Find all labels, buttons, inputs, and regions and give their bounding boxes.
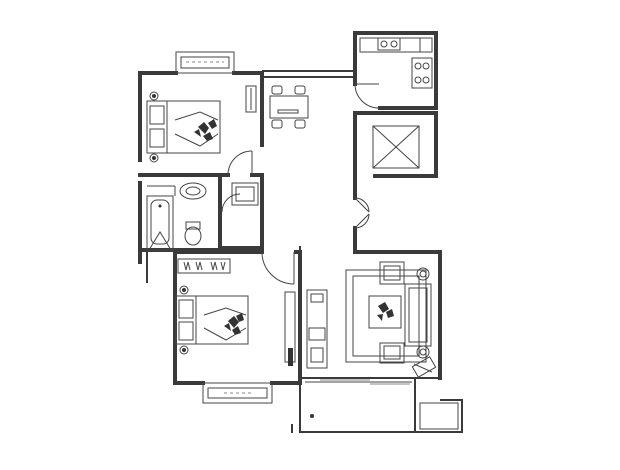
- balcony-sliding-door: [300, 377, 440, 418]
- doors: [221, 83, 380, 285]
- elevator-shaft: [372, 125, 420, 169]
- right-balcony: [419, 402, 459, 430]
- upper-bedroom: [146, 85, 257, 163]
- bed-quilt-pattern-lower: [224, 313, 244, 335]
- bay-window-bottom: [202, 382, 273, 404]
- wardrobe-hangers: [183, 261, 226, 271]
- utility-closet: [231, 182, 259, 206]
- lower-bedroom: [175, 258, 296, 366]
- dining-area: [269, 85, 309, 129]
- living-room: [306, 261, 437, 378]
- bathroom: [146, 182, 207, 251]
- bay-window-top: [175, 51, 235, 74]
- bed-quilt-pattern: [194, 119, 217, 141]
- kitchen: [359, 37, 433, 89]
- coffee-table-decor: [377, 302, 394, 321]
